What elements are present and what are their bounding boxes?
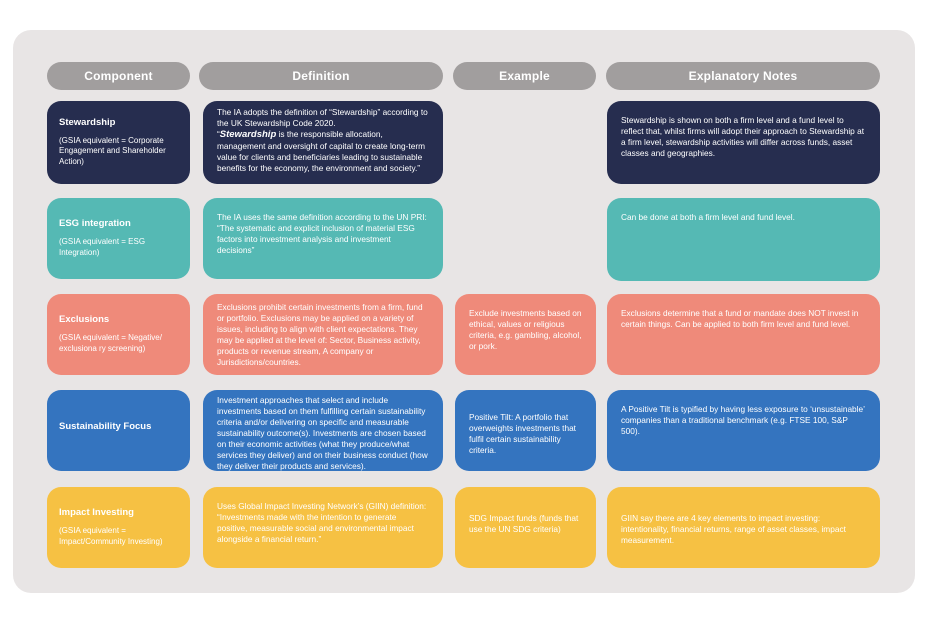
definition-keyword: Stewardship [219,128,277,140]
example-impact-investing: SDG Impact funds (funds that use the UN … [455,487,596,568]
component-sustainability-focus: Sustainability Focus [47,390,190,471]
notes-sustainability-focus: A Positive Tilt is typified by having le… [607,390,880,471]
component-esg-integration: ESG integration (GSIA equivalent = ESG I… [47,198,190,279]
example-sustainability-focus: Positive Tilt: A portfolio that overweig… [455,390,596,471]
notes-esg-integration: Can be done at both a firm level and fun… [607,198,880,281]
definition-sustainability-focus: Investment approaches that select and in… [203,390,443,471]
component-gsia-equivalent: (GSIA equivalent = Corporate Engagement … [59,135,166,167]
definition-exclusions: Exclusions prohibit certain investments … [203,294,443,375]
header-example: Example [453,62,596,90]
component-impact-investing: Impact Investing (GSIA equivalent = Impa… [47,487,190,568]
component-title: Impact Investing [59,507,134,519]
example-text: Positive Tilt: A portfolio that overweig… [469,412,576,455]
component-gsia-equivalent: (GSIA equivalent = ESG Integration) [59,236,146,257]
example-text: SDG Impact funds (funds that use the UN … [469,513,579,534]
component-stewardship: Stewardship (GSIA equivalent = Corporate… [47,101,190,184]
header-explanatory-notes: Explanatory Notes [606,62,880,90]
definition-text: Uses Global Impact Investing Network’s (… [217,501,427,544]
example-exclusions: Exclude investments based on ethical, va… [455,294,596,375]
definition-text: Investment approaches that select and in… [217,395,428,471]
definition-text: Exclusions prohibit certain investments … [217,302,423,367]
definition-intro: The IA adopts the definition of “Steward… [217,107,428,128]
header-definition: Definition [199,62,443,90]
component-exclusions: Exclusions (GSIA equivalent = Negative/ … [47,294,190,375]
definition-rest: is the responsible allocation, managemen… [217,128,425,174]
component-title: ESG integration [59,218,131,230]
component-gsia-equivalent: (GSIA equivalent = Negative/ exclusiona … [59,332,162,353]
example-text: Exclude investments based on ethical, va… [469,308,582,351]
notes-text: Stewardship is shown on both a firm leve… [621,115,865,158]
definition-quote-open: “ [217,128,220,139]
component-title: Exclusions [59,314,110,326]
definition-stewardship: The IA adopts the definition of “Steward… [203,101,443,184]
notes-text: Can be done at both a firm level and fun… [621,212,795,222]
header-component: Component [47,62,190,90]
notes-text: Exclusions determine that a fund or mand… [621,308,859,329]
notes-text: GIIN say there are 4 key elements to imp… [621,513,846,545]
notes-text: A Positive Tilt is typified by having le… [621,404,865,436]
definition-impact-investing: Uses Global Impact Investing Network’s (… [203,487,443,568]
notes-exclusions: Exclusions determine that a fund or mand… [607,294,880,375]
component-gsia-equivalent: (GSIA equivalent = Impact/Community Inve… [59,525,163,546]
component-title: Stewardship [59,117,116,129]
notes-stewardship: Stewardship is shown on both a firm leve… [607,101,880,184]
notes-impact-investing: GIIN say there are 4 key elements to imp… [607,487,880,568]
definition-text: The IA uses the same definition accordin… [217,212,427,255]
component-title: Sustainability Focus [59,421,152,433]
definition-esg-integration: The IA uses the same definition accordin… [203,198,443,279]
